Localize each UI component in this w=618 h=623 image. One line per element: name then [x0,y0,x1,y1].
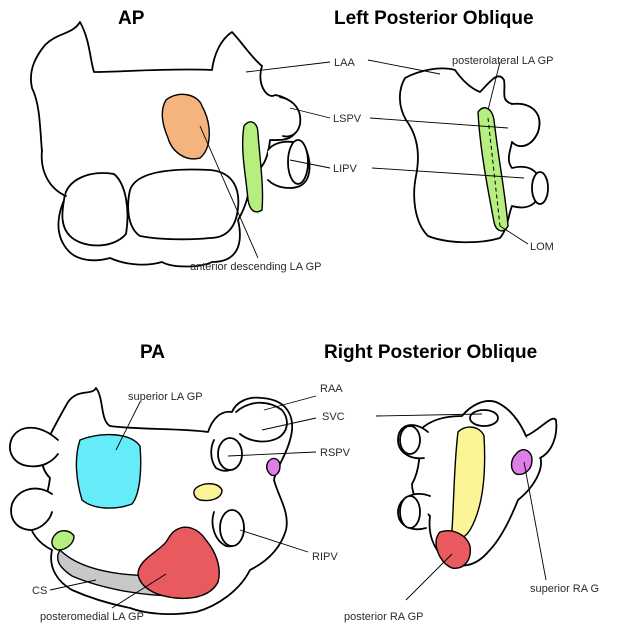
rpo-heading: Right Posterior Oblique [324,342,537,363]
label-raa: RAA [320,383,343,395]
ap-heading: AP [118,8,145,29]
label-laa: LAA [334,57,355,69]
pa-ripv-ostium [220,510,244,546]
rpo-svc-ostium [470,410,498,426]
label-superior-ra-gp: superior RA G [530,583,599,595]
label-lspv: LSPV [333,113,362,125]
lpo-lspv-stub [512,104,539,146]
label-posterolateral-la-gp: posterolateral LA GP [452,55,554,67]
label-svc: SVC [322,411,345,423]
label-superior-la-gp: superior LA GP [128,391,203,403]
pa-raa-lobe [236,403,287,442]
ap-lower-left-chamber [62,173,127,245]
ap-lspv-stub [280,97,300,137]
rpo-view [376,401,556,600]
label-ripv: RIPV [312,551,338,563]
pa-left-upper-vein [10,428,58,467]
lpo-view [368,60,548,244]
label-rspv: RSPV [320,447,351,459]
ap-lower-right-chamber [128,170,238,240]
rpo-lower-vein-ostium [400,496,420,528]
label-posteromedial-la-gp: posteromedial LA GP [40,611,144,623]
label-lipv: LIPV [333,163,358,175]
pa-heading: PA [140,342,165,363]
pa-rspv-ostium [218,438,242,470]
pa-yellow-region [194,484,222,501]
label-posterior-ra-gp: posterior RA GP [344,611,423,623]
lpo-lipv-ostium [532,172,548,204]
lpo-left-atrium-outline [400,68,540,242]
pa-view [10,388,316,614]
label-cs: CS [32,585,47,597]
ap-view [31,22,330,267]
pa-magenta-region [267,459,280,476]
rpo-upper-vein-ostium [400,426,420,454]
label-anterior-descending-la-gp: anterior descending LA GP [190,261,321,273]
label-lom: LOM [530,241,554,253]
pa-superior-la-gp-region [76,435,140,509]
lpo-heading: Left Posterior Oblique [334,8,534,29]
